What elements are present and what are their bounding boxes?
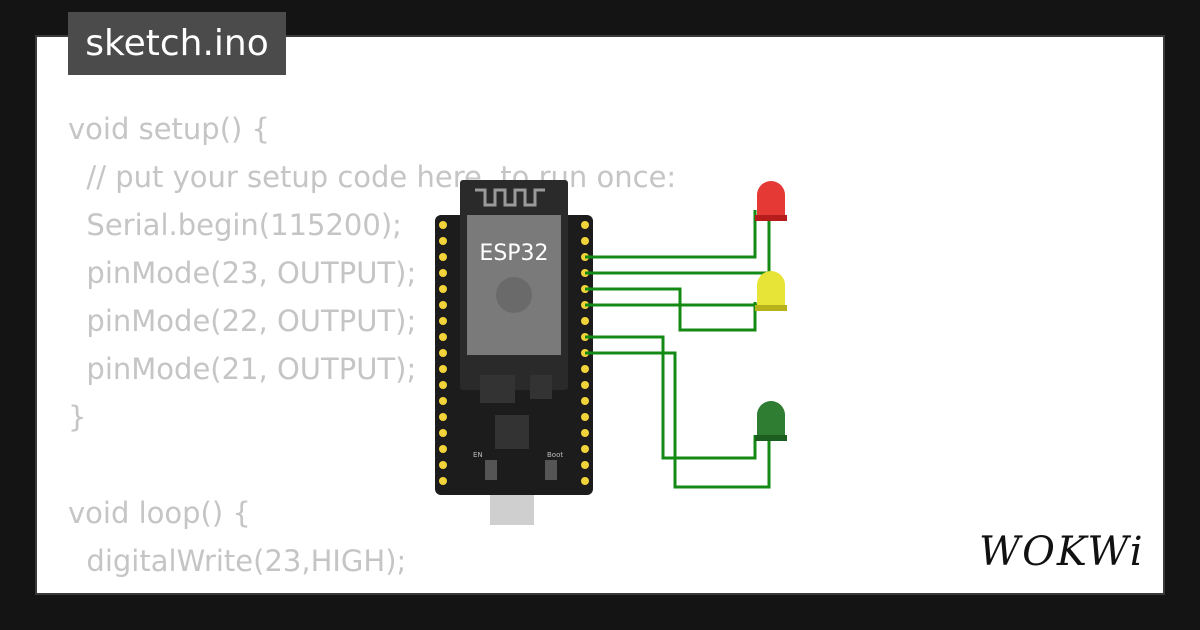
left-pin-header [439, 221, 447, 485]
code-editor[interactable]: void setup() { // put your setup code he… [68, 105, 676, 595]
code-line: pinMode(21, OUTPUT); [68, 352, 417, 386]
espressif-logo-icon [496, 277, 532, 313]
boot-button[interactable] [545, 460, 557, 480]
preview-card: void setup() { // put your setup code he… [35, 35, 1165, 595]
code-line: void loop() { [68, 496, 251, 530]
code-line: pinMode(22, OUTPUT); [68, 304, 417, 338]
yellow-led[interactable] [755, 271, 787, 311]
wokwi-logo-text: WOKWi [979, 529, 1145, 575]
wokwi-logo: WOKWi [979, 529, 1159, 579]
file-tab[interactable]: sketch.ino [68, 12, 286, 75]
en-label: EN [473, 451, 483, 459]
green-led[interactable] [755, 401, 787, 441]
code-line: // put your setup code here, to run once… [68, 160, 677, 194]
code-line: digitalWrite(23,LOW); [68, 585, 676, 595]
code-line: Serial.begin(115200); [68, 208, 402, 242]
code-line: pinMode(23, OUTPUT); [68, 256, 417, 290]
boot-label: Boot [547, 451, 563, 459]
chip-label: ESP32 [479, 241, 548, 266]
en-button[interactable] [485, 460, 497, 480]
right-pin-header [581, 221, 589, 485]
wires [585, 210, 771, 489]
red-led[interactable] [755, 181, 787, 221]
circuit-diagram: ESP32 [435, 180, 787, 525]
code-line: void setup() { [68, 112, 270, 146]
usb-port [490, 495, 534, 525]
usb-chip [495, 415, 529, 449]
code-line: } [68, 400, 87, 434]
esp32-board[interactable]: ESP32 [435, 180, 593, 525]
code-line: digitalWrite(23,HIGH); [68, 544, 407, 578]
